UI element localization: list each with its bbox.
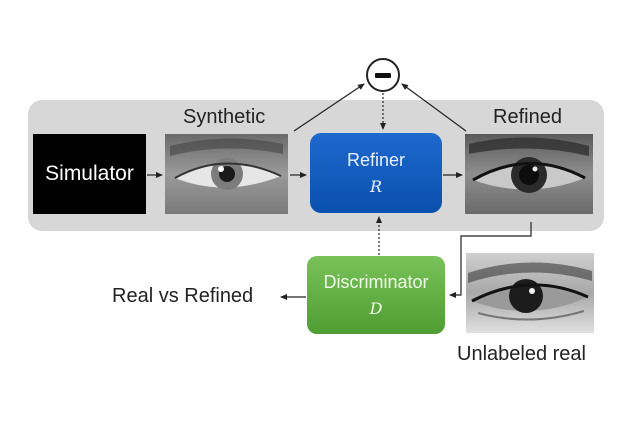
synthetic-eye-image	[165, 134, 288, 214]
discriminator-title: Discriminator	[323, 272, 429, 292]
synthetic-label: Synthetic	[183, 106, 266, 128]
unlabeled-real-label: Unlabeled real	[457, 343, 586, 365]
refiner-box: Refiner R	[310, 133, 442, 213]
refined-label: Refined	[493, 106, 562, 128]
minus-circle-icon	[366, 58, 400, 92]
simulator-box: Simulator	[33, 134, 146, 214]
arrow-synthetic-to-difference	[293, 83, 365, 132]
discriminator-symbol: D	[369, 299, 383, 318]
simulator-label: Simulator	[45, 162, 134, 185]
refined-eye-image	[465, 134, 593, 214]
unlabeled-real-eye-image	[466, 253, 594, 333]
output-label: Real vs Refined	[112, 285, 254, 307]
arrow-refined-to-difference	[401, 83, 467, 132]
refiner-title: Refiner	[346, 150, 406, 170]
refiner-symbol: R	[369, 177, 383, 196]
discriminator-box: Discriminator D	[307, 256, 445, 334]
arrow-images-to-discriminator	[449, 222, 532, 298]
